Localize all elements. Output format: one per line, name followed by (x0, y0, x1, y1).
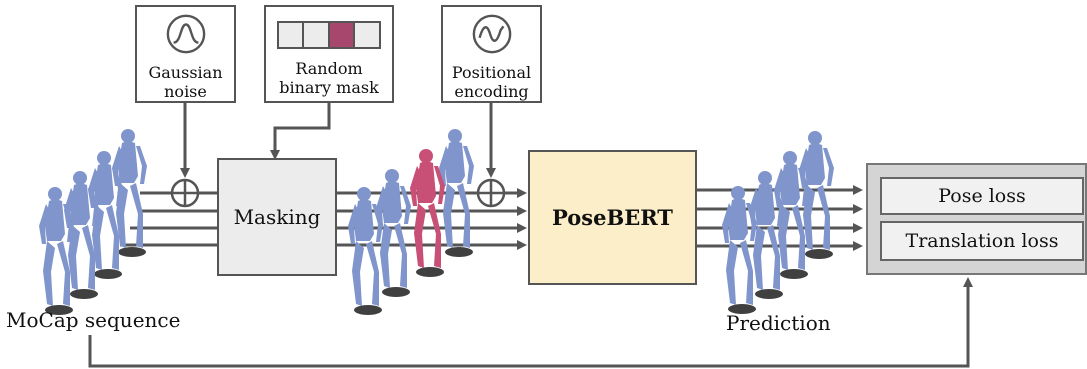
supervision-arrow (88, 277, 973, 368)
posebert-block: PoseBERT (528, 150, 697, 285)
binary-mask-icon (277, 21, 381, 49)
prediction-figures (722, 131, 834, 314)
mocap-figures (39, 129, 147, 315)
masking-block: Masking (217, 158, 337, 276)
posebert-label: PoseBERT (552, 205, 673, 230)
masked-figures (348, 129, 474, 315)
masking-label: Masking (233, 205, 321, 229)
positional-encoding-label: Positional encoding (451, 63, 532, 101)
positional-encoding-box: Positional encoding (441, 5, 542, 103)
loss-container: Pose loss Translation loss (866, 163, 1087, 275)
random-mask-label: Random binary mask (279, 59, 379, 97)
mocap-sequence-caption: MoCap sequence (6, 308, 181, 332)
prediction-caption: Prediction (726, 311, 831, 335)
sine-wave-icon (472, 14, 511, 54)
pose-loss-box: Pose loss (880, 177, 1084, 215)
gaussian-noise-label: Gaussian noise (148, 63, 223, 101)
pose-loss-label: Pose loss (938, 185, 1026, 207)
gaussian-noise-box: Gaussian noise (135, 5, 236, 103)
translation-loss-box: Translation loss (880, 221, 1084, 261)
translation-loss-label: Translation loss (905, 230, 1059, 252)
mask-arrow (270, 103, 331, 160)
gaussian-curve-icon (166, 14, 205, 54)
random-mask-box: Random binary mask (264, 5, 394, 103)
